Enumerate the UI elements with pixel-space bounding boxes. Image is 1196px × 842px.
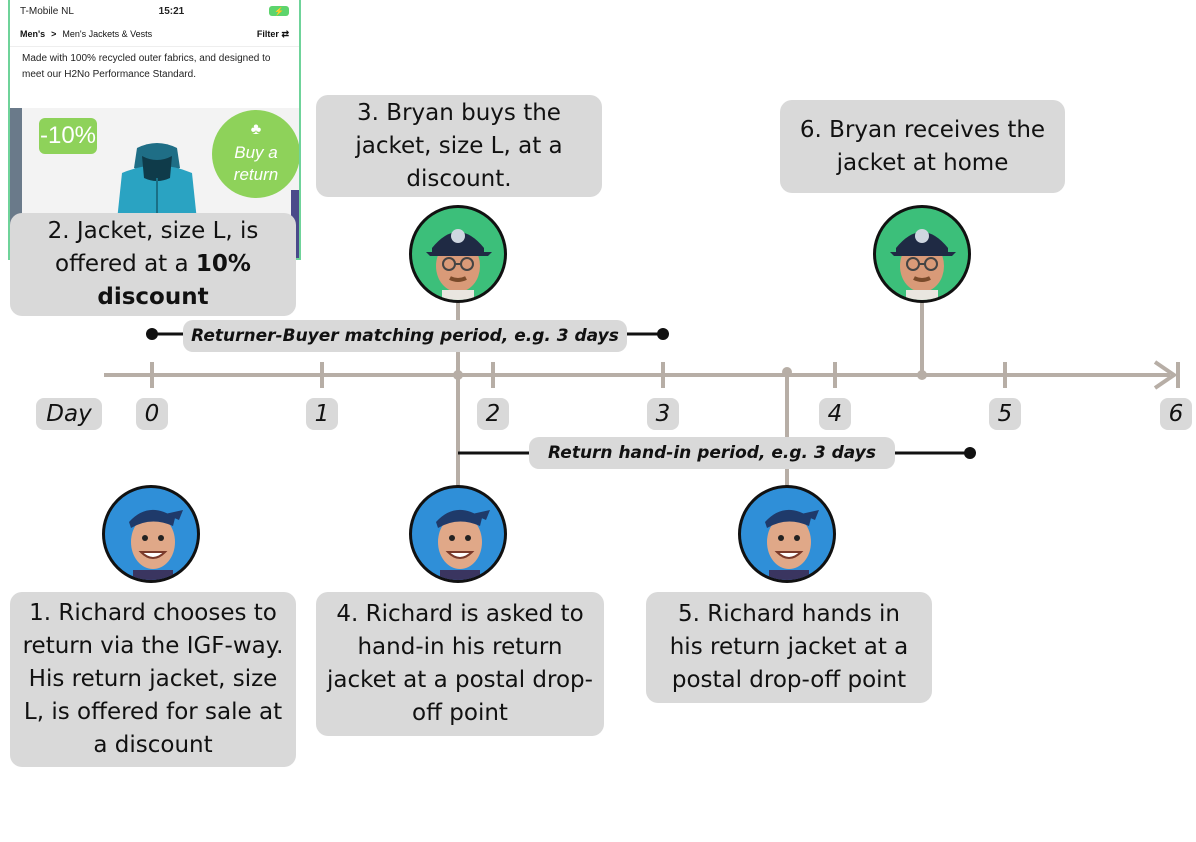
breadcrumb: Men's > Men's Jackets & Vests — [20, 29, 152, 39]
richard-avatar — [409, 485, 507, 583]
richard-avatar — [738, 485, 836, 583]
buy-a-return-button[interactable]: ♣ Buy a return — [212, 110, 299, 198]
bryan-avatar — [409, 205, 507, 303]
carrier-label: T-Mobile NL — [20, 5, 74, 17]
chevron-right-icon: > — [51, 29, 57, 39]
step-5-box: 5. Richard hands in his return jacket at… — [646, 592, 932, 703]
matching-period-label: Returner-Buyer matching period, e.g. 3 d… — [183, 320, 627, 352]
axis-title: Day — [36, 398, 102, 430]
tick-label-1: 1 — [306, 398, 338, 430]
step-3-text: 3. Bryan buys the jacket, size L, at a d… — [355, 99, 563, 192]
breadcrumb-category[interactable]: Men's Jackets & Vests — [62, 29, 153, 39]
step-1-text: 1. Richard chooses to return via the IGF… — [22, 600, 284, 758]
richard-avatar — [102, 485, 200, 583]
discount-badge: -10% — [39, 118, 97, 154]
tick-label-4: 4 — [819, 398, 851, 430]
step-6-text: 6. Bryan receives the jacket at home — [799, 116, 1046, 176]
handin-period-label: Return hand-in period, e.g. 3 days — [529, 437, 895, 469]
bryan-avatar — [873, 205, 971, 303]
filter-button[interactable]: Filter ⇄ — [256, 28, 289, 39]
shop-navbar: Men's > Men's Jackets & Vests Filter ⇄ — [10, 22, 299, 47]
time-label: 15:21 — [158, 5, 185, 17]
step-5-text: 5. Richard hands in his return jacket at… — [669, 601, 909, 693]
step-2-box: 2. Jacket, size L, is offered at a 10% d… — [10, 213, 296, 316]
step-4-box: 4. Richard is asked to hand-in his retur… — [316, 592, 604, 736]
tick-label-3: 3 — [647, 398, 679, 430]
axis-ticks — [150, 362, 1007, 388]
axis-arrowhead — [1153, 360, 1178, 390]
step-1-box: 1. Richard chooses to return via the IGF… — [10, 592, 296, 767]
breadcrumb-section[interactable]: Men's — [20, 29, 46, 39]
step-2-text: 2. Jacket, size L, is offered at a — [47, 218, 259, 277]
phone-status-bar: T-Mobile NL 15:21 ⚡ — [10, 0, 299, 22]
step-4-text: 4. Richard is asked to hand-in his retur… — [327, 601, 593, 726]
tick-label-0: 0 — [136, 398, 168, 430]
tick-label-2: 2 — [477, 398, 509, 430]
product-description: Made with 100% recycled outer fabrics, a… — [22, 53, 271, 80]
battery-icon: ⚡ — [268, 6, 289, 16]
step-3-box: 3. Bryan buys the jacket, size L, at a d… — [316, 95, 602, 197]
tick-label-6: 6 — [1160, 398, 1192, 430]
tree-icon: ♣ — [250, 121, 262, 138]
filter-icon: ⇄ — [281, 28, 289, 39]
step-2-bold: 10% discount — [97, 251, 251, 310]
step-6-box: 6. Bryan receives the jacket at home — [780, 100, 1065, 193]
tick-label-5: 5 — [989, 398, 1021, 430]
